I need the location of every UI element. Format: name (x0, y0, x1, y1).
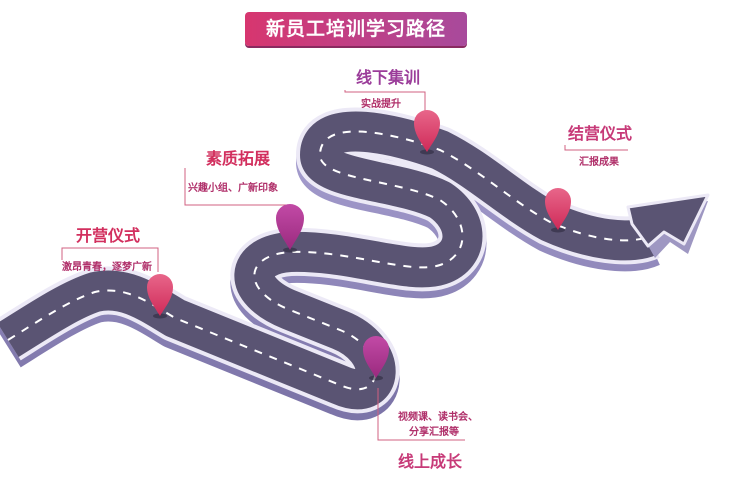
road-body (0, 107, 660, 421)
stage-title-expansion: 素质拓展 (206, 149, 271, 168)
page-title: 新员工培训学习路径 (245, 12, 467, 46)
stage-desc-expansion: 兴趣小组、广新印象 (188, 183, 278, 194)
map-pin-offline-icon (414, 110, 440, 155)
stage-desc-opening: 激昂青春，逐梦广新 (62, 262, 152, 273)
stage-title-opening: 开营仪式 (76, 226, 141, 245)
stage-title-offline: 线下集训 (356, 68, 421, 87)
callout-line-closing (564, 145, 628, 151)
arrow-head-icon (626, 193, 710, 258)
map-pin-expansion-icon (276, 204, 304, 253)
callout-line-offline (344, 90, 426, 112)
callout-line-opening (61, 247, 159, 272)
stage-desc-online-line1: 视频课、读书会、 (398, 412, 478, 423)
map-pin-online-icon (363, 336, 389, 381)
map-pin-opening-icon (147, 274, 173, 319)
stage-title-online: 线上成长 (398, 452, 463, 471)
stage-desc-offline: 实战提升 (361, 99, 401, 110)
stage-desc-online-line2: 分享汇报等 (409, 427, 459, 438)
road-dashes (7, 130, 651, 391)
map-pin-closing-icon (545, 188, 571, 233)
callout-line-online (377, 388, 465, 441)
stage-title-closing: 结营仪式 (568, 124, 633, 143)
stage-desc-closing: 汇报成果 (579, 157, 619, 168)
